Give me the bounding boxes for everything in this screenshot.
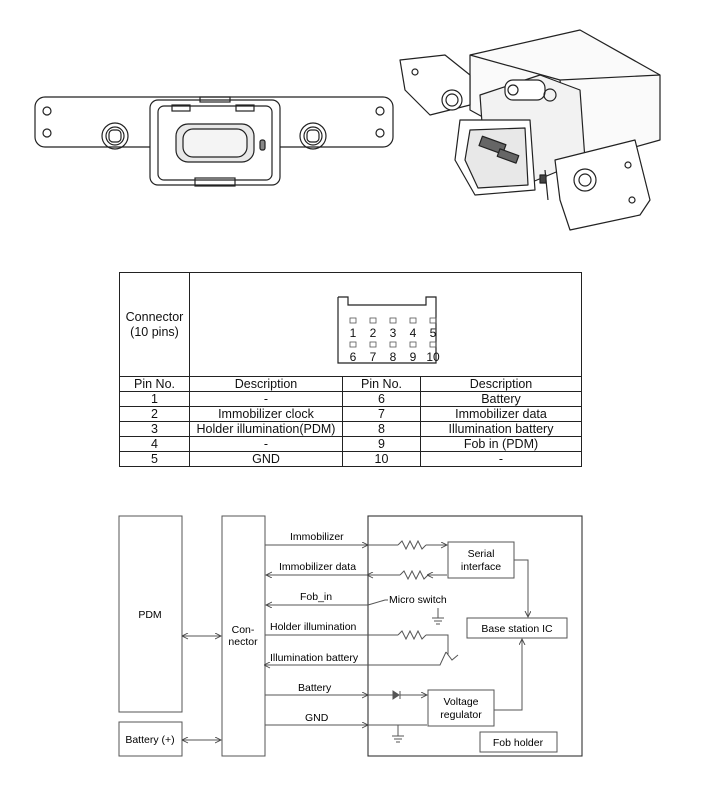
- pin-socket: [429, 317, 436, 323]
- pin-number: 1: [119, 391, 190, 407]
- header-description-b: Description: [420, 376, 582, 392]
- pin-description: -: [420, 451, 582, 467]
- table-row: 5 GND 10 -: [119, 451, 582, 467]
- pin-number: 3: [119, 421, 190, 437]
- pdm-label: PDM: [138, 609, 161, 621]
- fob-holder-perspective-view: [399, 29, 661, 231]
- pin-description: -: [189, 391, 343, 407]
- connector-block: [221, 515, 266, 757]
- pin-socket: [349, 341, 356, 347]
- signal-battery: Battery: [298, 682, 332, 694]
- pin-socket: [389, 341, 396, 347]
- base-station-ic-label: Base station IC: [481, 623, 553, 635]
- serial-to-base-link: [514, 559, 528, 617]
- pin-number-label: 3: [389, 326, 396, 340]
- pin-description: Battery: [420, 391, 582, 407]
- connector-label-line2: (10 pins): [130, 324, 179, 339]
- voltage-regulator-label-2: regulator: [440, 709, 482, 721]
- header-description-a: Description: [189, 376, 343, 392]
- pin-socket: [389, 317, 396, 323]
- fob-holder-front-view: [34, 96, 394, 187]
- connector-label-2: nector: [228, 636, 258, 648]
- connector-label: Connector (10 pins): [120, 310, 189, 340]
- table-row: 3 Holder illumination(PDM) 8 Illuminatio…: [119, 421, 582, 437]
- pin-number: 5: [119, 451, 190, 467]
- fob-holder-label: Fob holder: [493, 737, 544, 749]
- battery-label: Battery (+): [125, 734, 174, 746]
- pin-number: 6: [342, 391, 421, 407]
- pin-socket: [429, 341, 436, 347]
- table-row: 4 - 9 Fob in (PDM): [119, 436, 582, 452]
- regulator-to-base-link: [494, 639, 522, 711]
- pin-description: Holder illumination(PDM): [189, 421, 343, 437]
- pin-socket: [349, 317, 356, 323]
- signal-fob-in: Fob_in: [300, 591, 332, 603]
- pin-socket: [369, 341, 376, 347]
- pin-number-label: 10: [426, 350, 440, 364]
- pin-number: 8: [342, 421, 421, 437]
- serial-interface-label-2: interface: [461, 561, 501, 573]
- signal-immobilizer-data: Immobilizer data: [279, 561, 356, 573]
- header-pin-no-b: Pin No.: [342, 376, 421, 392]
- pin-number: 4: [119, 436, 190, 452]
- pin-number-label: 2: [369, 326, 376, 340]
- pin-number-label: 7: [369, 350, 376, 364]
- header-pin-no-a: Pin No.: [119, 376, 190, 392]
- connector-label-cell: Connector (10 pins): [119, 272, 190, 377]
- signal-illumination-battery: Illumination battery: [270, 652, 359, 664]
- pin-socket: [409, 341, 416, 347]
- fob-holder-label-box: [479, 731, 558, 753]
- pin-number: 7: [342, 406, 421, 422]
- pin-number-label: 6: [349, 350, 356, 364]
- pin-number-label: 5: [429, 326, 436, 340]
- table-row: 2 Immobilizer clock 7 Immobilizer data: [119, 406, 582, 422]
- pin-description: Immobilizer data: [420, 406, 582, 422]
- connector-label-line1: Connector: [125, 309, 184, 324]
- pin-description: Immobilizer clock: [189, 406, 343, 422]
- micro-switch-label: Micro switch: [389, 594, 447, 606]
- fob-holder-block: [367, 515, 583, 757]
- pdm-block: [118, 515, 183, 713]
- pin-number: 2: [119, 406, 190, 422]
- pin-number: 10: [342, 451, 421, 467]
- connector-label-1: Con-: [232, 624, 255, 636]
- pin-description: -: [189, 436, 343, 452]
- pin-number-label: 4: [409, 326, 416, 340]
- wiring-block-diagram: PDM Battery (+) Con- nector Fob holder S…: [118, 515, 583, 757]
- voltage-regulator-label-1: Voltage: [443, 696, 478, 708]
- signal-holder-illumination: Holder illumination: [270, 621, 357, 633]
- table-header-row: Pin No. Description Pin No. Description: [119, 376, 582, 392]
- signal-gnd: GND: [305, 712, 329, 724]
- signal-lines: [265, 539, 459, 743]
- pin-number-label: 9: [409, 350, 416, 364]
- voltage-regulator-block: [427, 689, 495, 727]
- pin-number: 9: [342, 436, 421, 452]
- pin-number-label: 8: [389, 350, 396, 364]
- base-station-ic-block: [466, 617, 568, 639]
- pin-socket: [409, 317, 416, 323]
- table-row: 1 - 6 Battery: [119, 391, 582, 407]
- signal-immobilizer: Immobilizer: [290, 531, 344, 543]
- pin-number-label: 1: [349, 326, 356, 340]
- fob-holder-illustrations: [34, 29, 661, 231]
- pin-description: Illumination battery: [420, 421, 582, 437]
- serial-interface-label-1: Serial: [468, 548, 495, 560]
- pin-socket: [369, 317, 376, 323]
- pin-description: Fob in (PDM): [420, 436, 582, 452]
- pin-description: GND: [189, 451, 343, 467]
